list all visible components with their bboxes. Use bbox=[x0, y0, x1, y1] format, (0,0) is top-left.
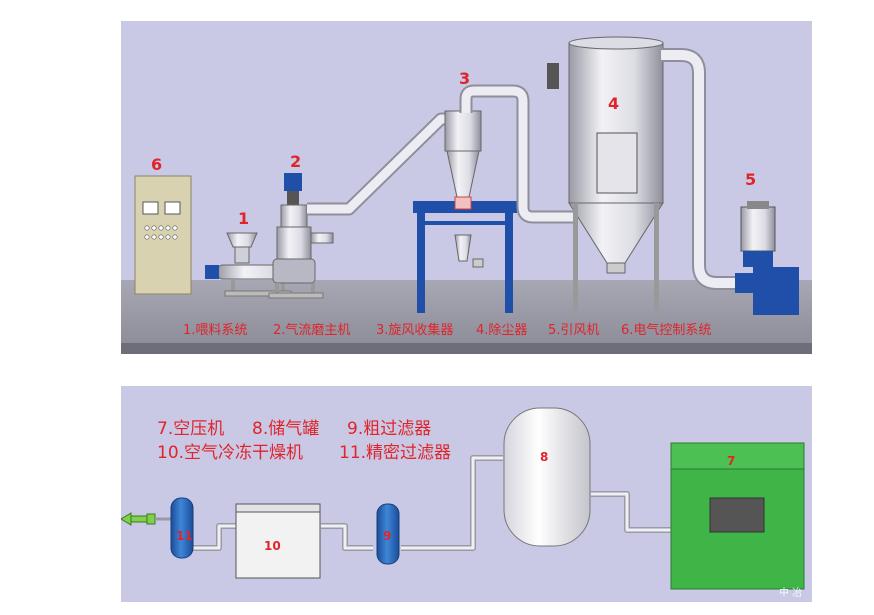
label-6: 6 bbox=[151, 155, 162, 174]
dust-collector bbox=[547, 36, 664, 311]
unit-label-9: 9 bbox=[383, 529, 391, 543]
cyclone-collector bbox=[413, 110, 517, 313]
caption-feeding-system: 1.喂料系统 bbox=[183, 323, 247, 338]
caption-jet-mill: 2.气流磨主机 bbox=[273, 322, 350, 338]
legend-precision-filter: 11.精密过滤器 bbox=[339, 443, 451, 463]
process-diagram-top: 1 2 3 4 5 6 1.喂料系统 2.气流磨主机 3.旋风收集器 4.除尘器… bbox=[121, 21, 812, 354]
outlet-arrow-icon bbox=[121, 512, 173, 526]
label-5: 5 bbox=[745, 170, 756, 189]
label-4: 4 bbox=[608, 94, 619, 113]
coarse-filter bbox=[376, 503, 400, 565]
process-diagram-bottom-svg: 11 10 9 8 7 7.空压机 8.储气罐 9.粗过滤器 10.空气冷冻干燥… bbox=[121, 407, 805, 599]
unit-label-8: 8 bbox=[540, 450, 548, 464]
precision-filter bbox=[170, 497, 194, 559]
caption-dust-collector: 4.除尘器 bbox=[476, 323, 527, 338]
control-cabinet bbox=[134, 175, 192, 295]
label-2: 2 bbox=[290, 152, 301, 171]
watermark: 中 冶 bbox=[779, 586, 802, 599]
unit-label-7: 7 bbox=[727, 454, 735, 468]
legend-coarse-filter: 9.粗过滤器 bbox=[347, 419, 431, 439]
unit-label-11: 11 bbox=[176, 529, 193, 543]
process-diagram-bottom: 11 10 9 8 7 7.空压机 8.储气罐 9.粗过滤器 10.空气冷冻干燥… bbox=[121, 386, 812, 602]
jet-mill bbox=[268, 173, 334, 299]
legend-storage-tank: 8.储气罐 bbox=[252, 419, 319, 439]
floor-edge bbox=[121, 343, 812, 354]
legend-air-dryer: 10.空气冷冻干燥机 bbox=[157, 443, 303, 463]
label-3: 3 bbox=[459, 69, 470, 88]
process-diagram-top-svg: 1 2 3 4 5 6 1.喂料系统 2.气流磨主机 3.旋风收集器 4.除尘器… bbox=[121, 36, 812, 354]
legend-air-compressor: 7.空压机 bbox=[157, 419, 224, 439]
air-compressor bbox=[670, 442, 805, 590]
label-1: 1 bbox=[238, 209, 249, 228]
caption-induced-draft-fan: 5.引风机 bbox=[548, 323, 599, 338]
caption-electric-control: 6.电气控制系统 bbox=[621, 322, 711, 338]
induced-draft-fan bbox=[735, 201, 799, 315]
air-dryer bbox=[235, 503, 321, 579]
unit-label-10: 10 bbox=[264, 539, 281, 553]
caption-cyclone-collector: 3.旋风收集器 bbox=[376, 322, 453, 338]
air-storage-tank bbox=[503, 407, 591, 547]
